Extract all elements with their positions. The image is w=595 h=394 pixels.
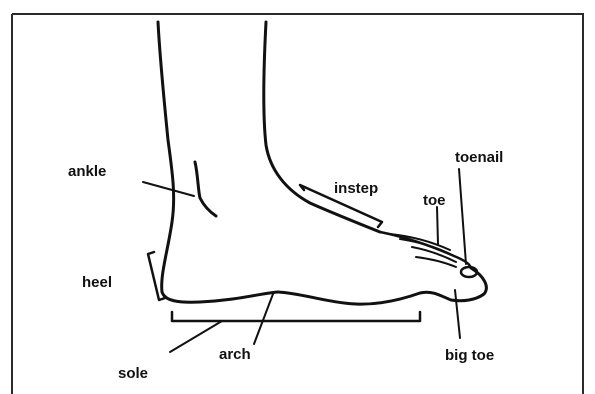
label-toe: toe	[423, 192, 446, 209]
sole-pointer-line	[170, 321, 222, 352]
ankle-pointer-line	[143, 182, 194, 196]
label-toenail: toenail	[455, 149, 503, 166]
frame	[12, 14, 584, 394]
label-sole: sole	[118, 365, 148, 382]
big-toe-pointer-line	[455, 290, 460, 338]
ankle-bone-mark	[195, 162, 216, 216]
label-instep: instep	[334, 180, 378, 197]
leg-back-line	[158, 22, 278, 302]
pointers	[143, 169, 466, 352]
arch-pointer-line	[254, 294, 273, 344]
toe-pointer-line	[437, 207, 438, 244]
sole-bracket	[172, 312, 420, 321]
leg-front-line	[264, 22, 380, 232]
label-arch: arch	[219, 346, 251, 363]
label-big-toe: big toe	[445, 347, 494, 364]
foot-outline	[158, 22, 486, 304]
label-ankle: ankle	[68, 163, 106, 180]
label-heel: heel	[82, 274, 112, 291]
toenail-pointer-line	[459, 169, 466, 264]
